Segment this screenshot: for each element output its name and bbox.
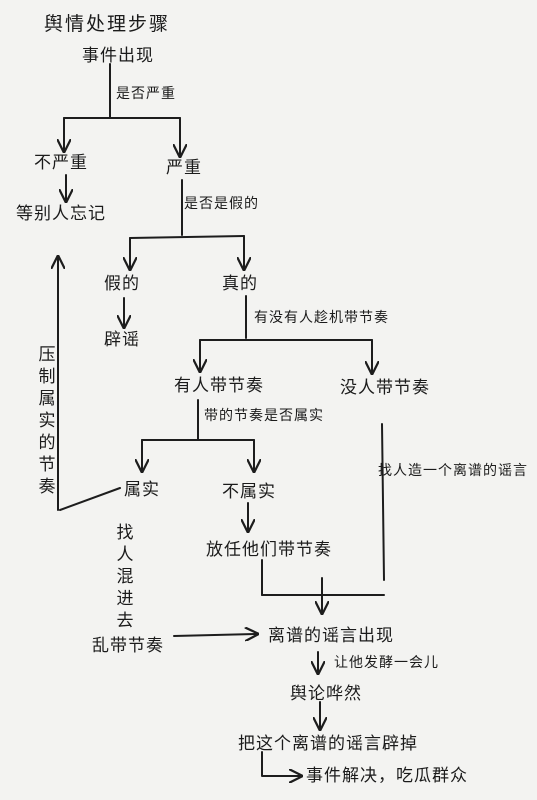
node-fake: 假的 [104,274,140,294]
edge-true-left [59,487,121,511]
node-refute: 辟谣 [104,330,140,350]
node-serious: 严重 [166,158,202,178]
node-resolved: 事件解决，吃瓜群众 [306,766,468,786]
node-not-serious: 不严重 [34,153,88,173]
node-suppress: 压制属实的节奏 [38,345,56,497]
node-wait-forget: 等别人忘记 [16,204,106,224]
node-public-uproar: 舆论哗然 [290,684,362,704]
label-is-fake: 是否是假的 [184,196,259,212]
node-debunk-rumor: 把这个离谱的谣言辟掉 [238,734,418,754]
label-chaos-lead: 乱带节奏 [92,636,164,656]
node-let-them-lead: 放任他们带节奏 [206,540,332,560]
edge-debunk-corner [261,751,300,776]
node-rumor-appears: 离谱的谣言出现 [268,626,394,646]
chart-title: 舆情处理步骤 [44,13,171,35]
node-not-true: 不属实 [222,482,276,502]
label-ferment: 让他发酵一会儿 [334,655,439,671]
node-event-appears: 事件出现 [82,46,154,66]
edge-fake-bar [129,235,245,239]
node-true: 属实 [124,480,160,500]
label-find-rumor: 找人造一个离谱的谣言 [378,463,528,479]
label-someone-leading-q: 有没有人趁机带节奏 [254,310,389,326]
label-find-mix: 找人混进去 [116,523,134,631]
label-leading-fits-q: 带的节奏是否属实 [204,408,324,424]
node-someone-leading: 有人带节奏 [174,376,264,396]
edge-chaos-right [173,634,256,636]
edge-noone-down [381,423,385,581]
node-no-one-leading: 没人带节奏 [340,378,430,398]
node-real: 真的 [222,274,258,294]
label-is-serious: 是否严重 [116,86,176,102]
